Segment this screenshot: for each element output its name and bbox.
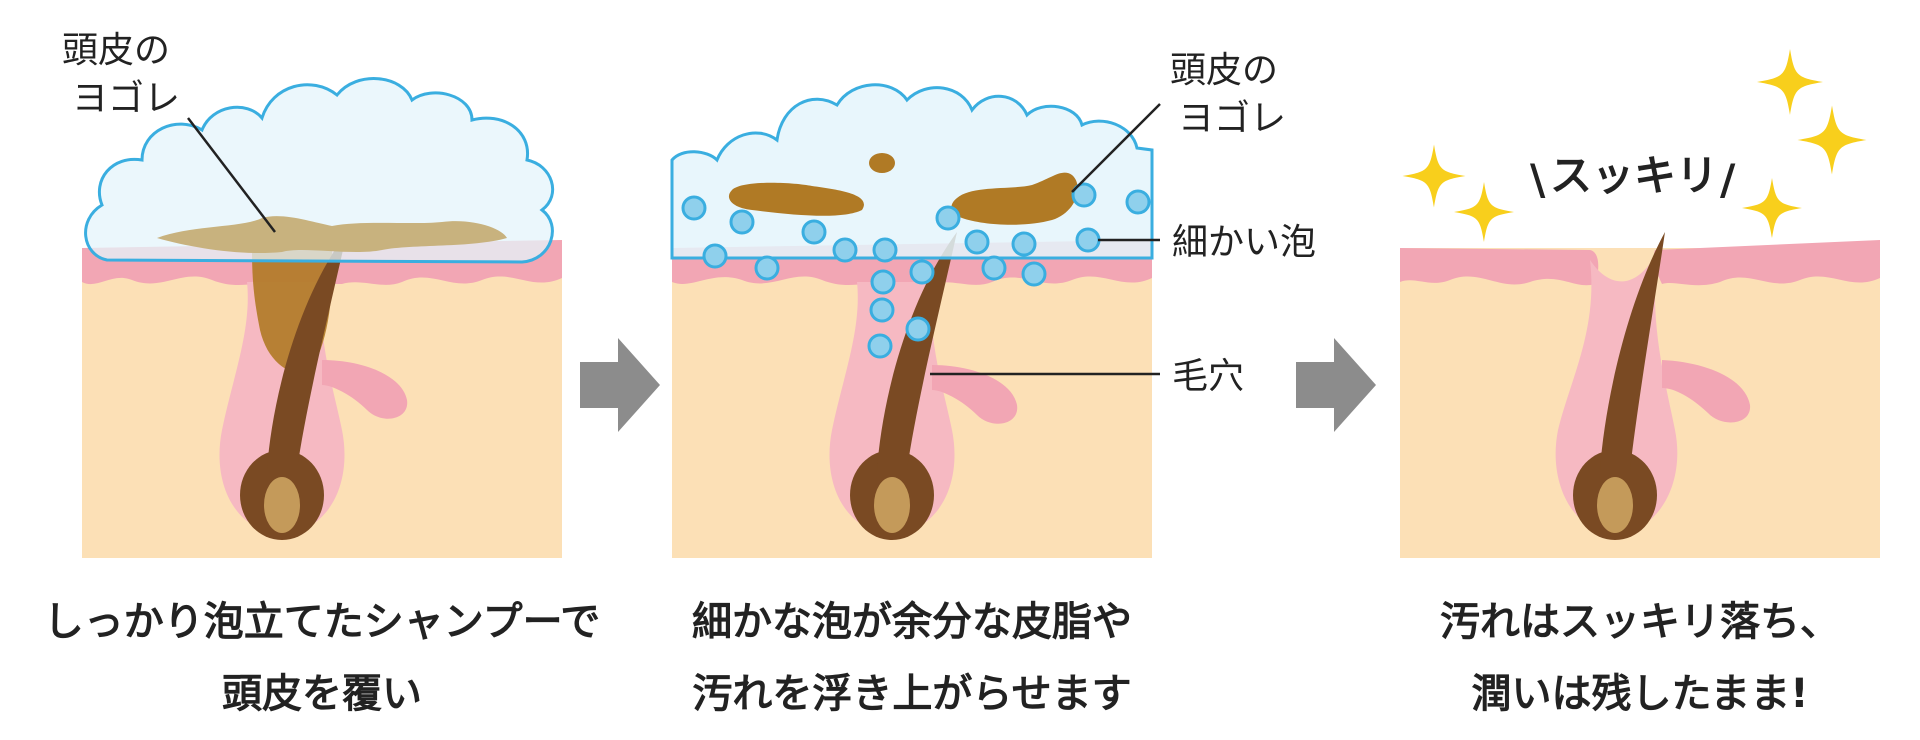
exclaim-left-mark: \ [1530, 155, 1546, 204]
foam-cloud [84, 77, 555, 264]
sebaceous-gland [932, 365, 1018, 424]
panel-2-illustration [670, 83, 1154, 558]
scalp-dirt [157, 216, 507, 254]
arrow-right-icon [580, 338, 660, 432]
papilla [1597, 477, 1633, 533]
lifted-dirt-small [869, 153, 895, 173]
dirt-label-pointer-1 [187, 117, 276, 233]
fine-bubbles [681, 182, 1151, 359]
pore-label: 毛穴 [1172, 356, 1244, 397]
panel-1-caption: しっかり泡立てたシャンプーで 頭皮を覆い [42, 586, 602, 730]
sparkle-icon [1454, 182, 1514, 242]
sparkle-icon [1402, 144, 1466, 208]
exclaim-text: スッキリ [1550, 151, 1718, 200]
sparkle-icons [1402, 49, 1867, 242]
panel-1-illustration [82, 77, 562, 558]
panel-1-caption-line2: 頭皮を覆い [222, 671, 422, 717]
panel-3-caption-line1: 汚れはスッキリ落ち、 [1440, 599, 1840, 645]
skin-layer-right [1653, 240, 1880, 286]
sebaceous-gland [322, 360, 408, 419]
sparkle-icon [1742, 178, 1802, 238]
lifted-dirt-left [728, 182, 864, 216]
panel-2-caption: 細かな泡が余分な皮脂や 汚れを浮き上がらせます [632, 586, 1192, 730]
dirt-label-2-line2: ヨゴレ [1178, 98, 1286, 139]
panel-3-illustration [1400, 232, 1880, 558]
sebaceous-gland [1662, 360, 1751, 423]
bubble-label: 細かい泡 [1172, 222, 1316, 263]
hair-shaft [877, 232, 957, 470]
panel-2-caption-line1: 細かな泡が余分な皮脂や [692, 599, 1132, 645]
panel-3-caption: 汚れはスッキリ落ち、 潤いは残したまま! [1360, 586, 1920, 730]
papilla [264, 477, 300, 533]
panel-3-caption-line2: 潤いは残したまま! [1471, 671, 1809, 717]
dirt-label-1-line2: ヨゴレ [72, 78, 180, 119]
exclaim-right-mark: / [1720, 155, 1736, 204]
papilla [874, 477, 910, 533]
lifted-dirt-right [951, 172, 1078, 225]
dirt-label-pointer-2 [1071, 103, 1161, 193]
arrow-right-icon [1296, 338, 1376, 432]
hair-shaft [1600, 232, 1665, 470]
sparkle-icon [1757, 49, 1823, 115]
hair-shaft [267, 232, 347, 470]
sparkle-icon [1797, 105, 1867, 175]
panel-1-caption-line1: しっかり泡立てたシャンプーで [43, 599, 601, 645]
dirt-label-1-line1: 頭皮の [62, 30, 170, 71]
skin-layer [1400, 248, 1599, 286]
dirt-label-2-line1: 頭皮の [1170, 50, 1278, 91]
panel-2-caption-line2: 汚れを浮き上がらせます [692, 671, 1132, 717]
